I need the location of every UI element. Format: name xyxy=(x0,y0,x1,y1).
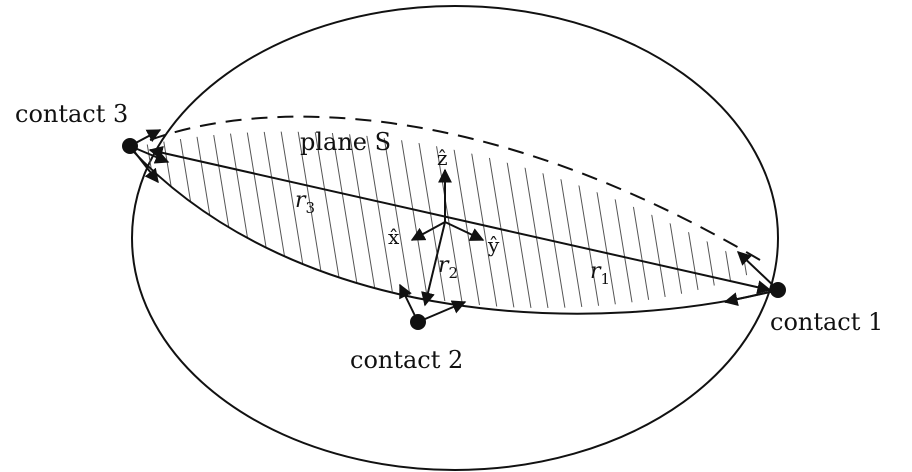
hatch-line xyxy=(530,131,572,308)
hatch-line xyxy=(496,131,538,308)
contact-1-label: contact 1 xyxy=(770,308,883,336)
contact-1-arrow-a xyxy=(736,251,779,291)
hatch-line xyxy=(394,131,436,308)
r3-label: r3 xyxy=(295,188,315,217)
hatch-line xyxy=(717,131,759,308)
r3-symbol: r xyxy=(295,188,307,213)
hatch-line xyxy=(598,131,640,308)
hatch-line xyxy=(241,131,283,308)
r2-subscript: 2 xyxy=(449,264,459,282)
hatch-line xyxy=(547,131,589,308)
plane-back-edge xyxy=(149,115,761,261)
contact-3-label: contact 3 xyxy=(15,100,128,128)
r3-subscript: 3 xyxy=(306,199,316,217)
r2-symbol: r xyxy=(438,253,450,278)
contact-1-arrow-b xyxy=(723,289,779,307)
r1-label: r1 xyxy=(590,259,610,288)
hatch-line xyxy=(207,131,249,308)
x-axis-arrow xyxy=(410,221,446,241)
hatch-line xyxy=(258,131,300,308)
contact-3-arrow-a xyxy=(129,129,162,147)
hatch-line xyxy=(615,131,657,308)
hatch-line xyxy=(564,131,606,308)
contact-3-arrow-c xyxy=(129,145,159,184)
hatch-line xyxy=(513,131,555,308)
hatch-line xyxy=(581,131,623,308)
r2-arrow xyxy=(421,221,446,307)
r1-arrow xyxy=(148,145,772,295)
contact-2-arrow-a xyxy=(399,283,419,323)
x-axis-label: x̂ xyxy=(388,225,400,249)
ellipsoid-outline xyxy=(131,5,779,471)
hatch-line xyxy=(734,131,760,308)
plane-s-label: plane S xyxy=(300,128,391,156)
hatch-line xyxy=(190,131,232,308)
contact-2-label: contact 2 xyxy=(350,346,463,374)
hatch-line xyxy=(156,131,198,308)
r1-subscript: 1 xyxy=(601,270,611,288)
hatch-line xyxy=(700,131,742,308)
hatch-line xyxy=(173,131,215,308)
z-axis-label: ẑ xyxy=(437,146,448,170)
y-axis-label: ŷ xyxy=(487,233,500,257)
y-axis-arrow xyxy=(444,221,485,241)
contact-2-arrow-b xyxy=(417,300,467,323)
hatch-line xyxy=(224,131,266,308)
r1-symbol: r xyxy=(590,259,602,284)
r2-label: r2 xyxy=(438,253,458,282)
contact-3-arrow-b xyxy=(129,145,170,164)
